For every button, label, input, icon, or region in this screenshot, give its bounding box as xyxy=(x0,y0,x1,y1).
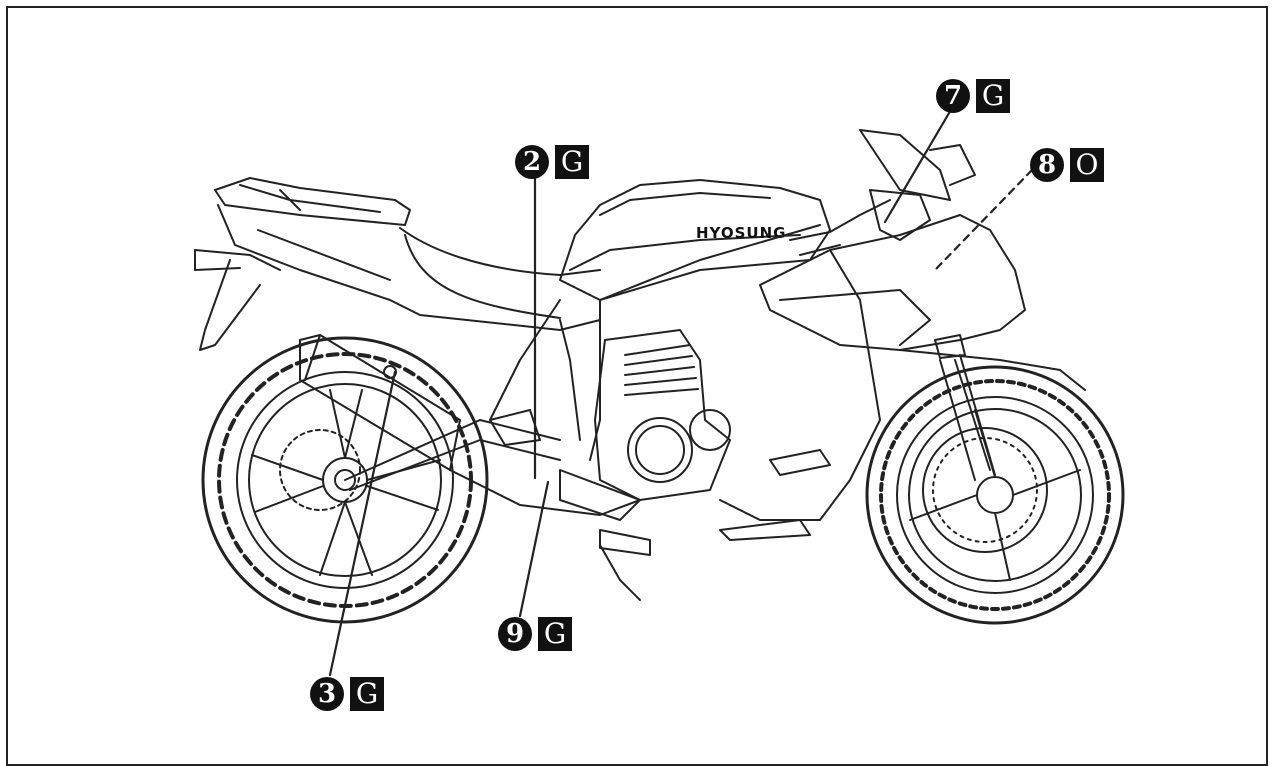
callout-code: O xyxy=(1070,148,1104,182)
brand-logo-text: HYOSUNG xyxy=(696,224,786,242)
front-wheel xyxy=(865,365,1125,625)
callout-number: 7 xyxy=(936,79,970,113)
callout-code: G xyxy=(976,79,1010,113)
exhaust-muffler xyxy=(299,334,641,516)
callout-2: 2 G xyxy=(515,145,589,179)
side-stand xyxy=(489,409,651,601)
callout-number: 3 xyxy=(310,677,344,711)
engine xyxy=(559,329,731,521)
callout-number: 2 xyxy=(515,145,549,179)
leader-line-8 xyxy=(933,168,1034,272)
leader-line-7 xyxy=(883,106,954,224)
frame xyxy=(344,224,821,491)
callout-code: G xyxy=(350,677,384,711)
callout-number: 9 xyxy=(498,617,532,651)
handlebar-fork xyxy=(789,189,996,481)
callout-number: 8 xyxy=(1030,148,1064,182)
leader-line-3 xyxy=(328,370,397,677)
diagram-frame xyxy=(6,6,1268,766)
callout-code: G xyxy=(555,145,589,179)
rear-body xyxy=(194,177,601,351)
callout-9: 9 G xyxy=(498,617,572,651)
front-fairing xyxy=(719,129,1086,541)
callout-8: 8 O xyxy=(1030,148,1104,182)
callout-7: 7 G xyxy=(936,79,1010,113)
callout-code: G xyxy=(538,617,572,651)
leader-line-9 xyxy=(518,480,550,618)
leader-lines xyxy=(328,106,1034,677)
callout-3: 3 G xyxy=(310,677,384,711)
fuel-tank: HYOSUNG xyxy=(559,179,831,301)
